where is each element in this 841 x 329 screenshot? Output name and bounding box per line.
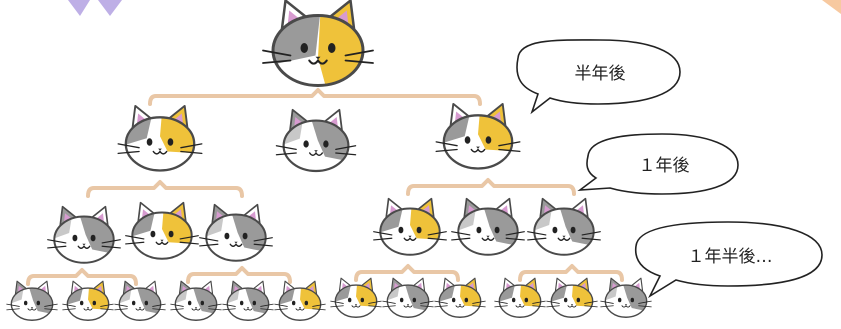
- calico-cat-face-icon: [494, 277, 546, 318]
- tree-bracket: [518, 264, 624, 282]
- calico-cat-face-icon: [222, 280, 274, 321]
- calico-cat-face-icon: [546, 277, 598, 318]
- tree-bracket: [406, 178, 576, 196]
- calico-cat-face-icon: [434, 277, 486, 318]
- tree-bracket: [26, 268, 138, 286]
- bubble-text-one-year: １年後: [639, 156, 690, 176]
- tree-bracket: [86, 180, 244, 198]
- calico-cat-face-icon: [600, 277, 652, 318]
- calico-cat-face-icon: [125, 201, 199, 260]
- tree-bracket: [148, 88, 482, 106]
- tree-bracket: [354, 264, 460, 282]
- calico-cat-face-icon: [275, 108, 357, 173]
- tree-bracket: [186, 266, 292, 284]
- calico-cat-face-icon: [330, 277, 382, 318]
- calico-cat-face-icon: [373, 197, 447, 256]
- calico-cat-face-icon: [435, 102, 521, 170]
- calico-cat-face-icon: [6, 280, 58, 321]
- cats-layer: [6, 0, 652, 321]
- calico-cat-face-icon: [199, 203, 273, 262]
- calico-cat-face-icon: [62, 280, 114, 321]
- calico-cat-face-icon: [47, 205, 121, 264]
- tree-connectors: [26, 88, 624, 286]
- calico-cat-face-icon: [274, 280, 326, 321]
- calico-cat-face-icon: [527, 197, 601, 256]
- calico-cat-face-icon: [451, 197, 525, 256]
- corner-decoration-right: [822, 0, 841, 14]
- calico-cat-face-icon: [170, 280, 222, 321]
- bubble-text-one-and-half-year: １年半後…: [688, 247, 773, 267]
- speech-bubble-one-year: １年後: [577, 133, 739, 195]
- speech-bubble-half-year: 半年後: [516, 39, 681, 115]
- calico-cat-face-icon: [382, 277, 434, 318]
- corner-decoration-left: [68, 0, 122, 16]
- calico-cat-face-icon: [114, 280, 166, 321]
- bubble-text-half-year: 半年後: [575, 64, 626, 84]
- calico-cat-face-icon: [262, 0, 374, 87]
- speech-bubble-one-and-half-year: １年半後…: [634, 221, 823, 299]
- calico-cat-face-icon: [117, 104, 203, 172]
